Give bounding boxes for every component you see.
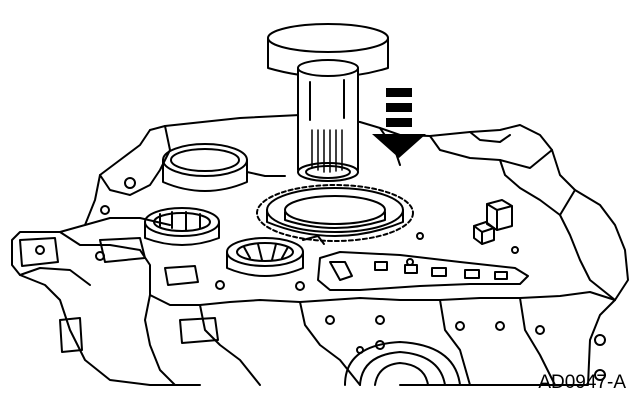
figure-reference-code: AD0947-A: [538, 372, 626, 393]
gear-seal-bore: [256, 184, 414, 242]
centre-bore: [226, 235, 325, 277]
left-bore: [144, 207, 220, 246]
channel-plate: [317, 251, 529, 291]
case-holes: [35, 177, 606, 381]
lower-bore: [344, 341, 461, 386]
seal-installer-tool: [267, 23, 389, 182]
small-blocks: [473, 199, 513, 245]
left-pockets: [19, 237, 219, 353]
upper-bore: [162, 143, 286, 192]
down-arrow-icon: [372, 88, 426, 158]
